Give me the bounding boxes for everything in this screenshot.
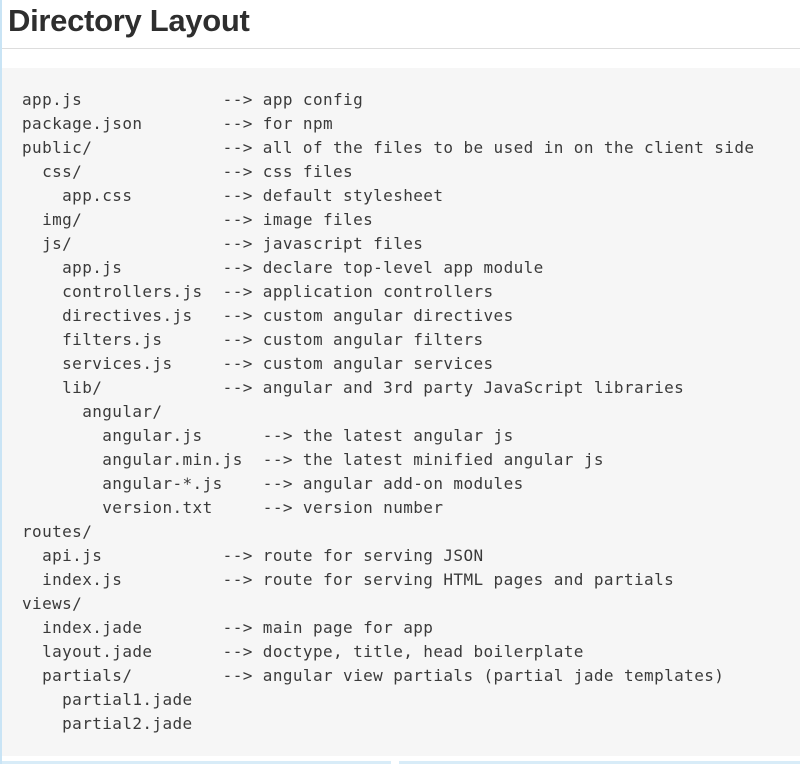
tree-line: js/ --> javascript files: [22, 234, 424, 253]
tree-line: partial1.jade: [22, 690, 193, 709]
tree-line: api.js --> route for serving JSON: [22, 546, 484, 565]
tree-line: angular.min.js --> the latest minified a…: [22, 450, 604, 469]
tree-line: package.json --> for npm: [22, 114, 334, 133]
page-header: Directory Layout: [0, 0, 800, 49]
tree-line: angular.js --> the latest angular js: [22, 426, 514, 445]
tree-line: services.js --> custom angular services: [22, 354, 494, 373]
bottom-divider-left: [0, 761, 391, 764]
tree-line: lib/ --> angular and 3rd party JavaScrip…: [22, 378, 685, 397]
tree-line: controllers.js --> application controlle…: [22, 282, 494, 301]
tree-line: index.js --> route for serving HTML page…: [22, 570, 675, 589]
tree-line: angular-*.js --> angular add-on modules: [22, 474, 524, 493]
tree-line: partials/ --> angular view partials (par…: [22, 666, 725, 685]
tree-line: app.css --> default stylesheet: [22, 186, 444, 205]
tree-line: img/ --> image files: [22, 210, 374, 229]
tree-line: index.jade --> main page for app: [22, 618, 434, 637]
tree-line: routes/: [22, 522, 93, 541]
directory-tree: app.js --> app config package.json --> fo…: [2, 68, 800, 756]
bottom-divider-right: [399, 761, 800, 764]
tree-line: layout.jade --> doctype, title, head boi…: [22, 642, 584, 661]
tree-line: public/ --> all of the files to be used …: [22, 138, 755, 157]
tree-line: filters.js --> custom angular filters: [22, 330, 484, 349]
tree-line: app.js --> declare top-level app module: [22, 258, 544, 277]
page-title: Directory Layout: [8, 3, 250, 38]
tree-line: partial2.jade: [22, 714, 193, 733]
tree-line: angular/: [22, 402, 163, 421]
tree-line: css/ --> css files: [22, 162, 354, 181]
tree-line: app.js --> app config: [22, 90, 364, 109]
tree-line: version.txt --> version number: [22, 498, 444, 517]
tree-line: directives.js --> custom angular directi…: [22, 306, 514, 325]
tree-line: views/: [22, 594, 83, 613]
left-accent-line: [0, 0, 2, 764]
